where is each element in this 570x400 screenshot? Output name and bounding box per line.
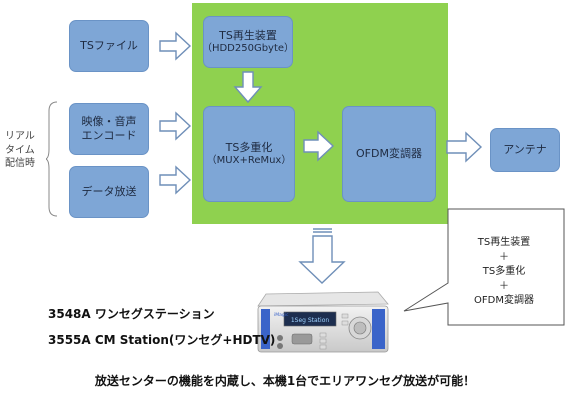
ofdm-modulator-box: OFDM変調器 [342,106,436,202]
bottom-caption: 放送センターの機能を内蔵し、本機1台でエリアワンセグ放送が可能！ [94,374,476,388]
callout-bubble [403,208,565,326]
device-screen-text: 1Seg Station [291,317,330,324]
ts-file-box: TSファイル [69,20,149,72]
arrow-right-icon [446,131,483,163]
arrow-right-icon [303,130,335,162]
callout-text: TS再生装置 ＋ TS多重化 ＋ OFDM変調器 [474,237,534,306]
antenna-box: アンテナ [490,128,560,172]
arrow-right-icon [159,31,192,61]
big-arrow-down-icon [298,235,346,284]
product-3548a: 3548A ワンセグステーション [48,307,215,321]
arrow-down-icon [233,71,263,104]
ts-mux-box: TS多重化 （MUX+ReMux） [203,106,295,202]
video-audio-encode-box: 映像・音声 エンコード [69,103,149,155]
device-image: 1Seg Station iMagic [257,291,389,353]
arrows-layer [159,31,483,284]
product-3555a: 3555A CM Station(ワンセグ+HDTV) [48,333,276,347]
arrow-right-icon [159,165,192,195]
ts-player-box: TS再生装置 （HDD250Gbyte） [202,16,294,68]
brace-icon [46,101,58,217]
realtime-label: リアル タイム 配信時 [5,131,35,169]
device-brand: iMagic [274,312,289,318]
arrow-right-icon [159,111,192,141]
data-broadcast-box: データ放送 [69,166,149,218]
